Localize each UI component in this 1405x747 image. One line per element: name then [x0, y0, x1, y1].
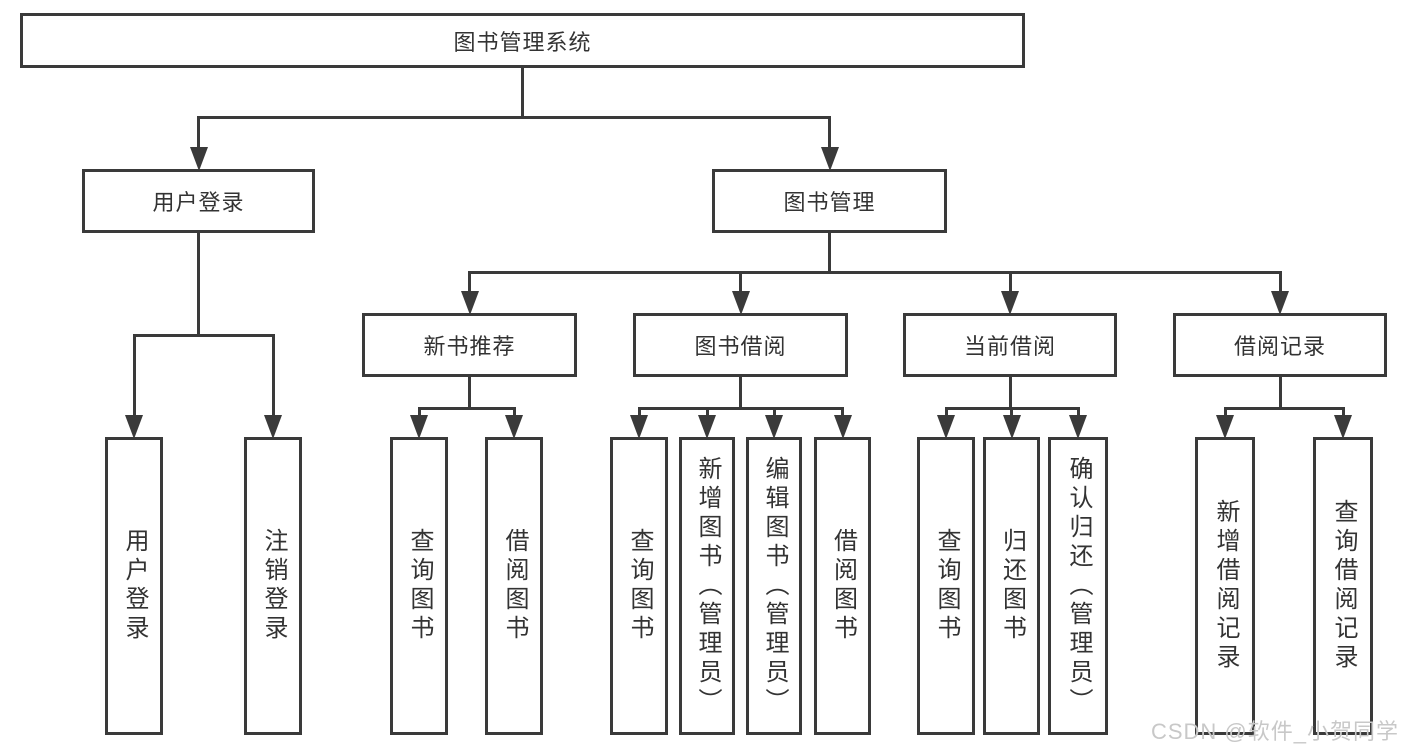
arrowhead-down-icon-leaf-cb-confirm: [1069, 415, 1087, 439]
connector-drop-leaf-bb-add: [705, 408, 709, 417]
connector-bus-root: [197, 115, 831, 119]
node-label-borrow-records: 借阅记录: [1233, 334, 1326, 359]
connector-drop-user-login: [197, 117, 200, 149]
connector-drop-leaf-rec-query: [417, 408, 421, 417]
arrowhead-down-icon-leaf-cb-return: [1002, 415, 1021, 439]
node-label-leaf-cb-confirm: 确认归还（管理员）: [1065, 455, 1092, 717]
node-label-current-borrow: 当前借阅: [963, 334, 1056, 359]
node-label-leaf-bb-add: 新增图书（管理员）: [694, 455, 721, 717]
arrowhead-down-icon-current-borrow: [1001, 291, 1019, 315]
arrowhead-down-icon-new-rec: [460, 291, 479, 315]
node-leaf-cb-query: 查询图书: [917, 437, 975, 735]
connector-drop-leaf-cb-confirm: [1076, 408, 1080, 417]
node-label-leaf-br-add: 新增借阅记录: [1212, 499, 1239, 673]
node-leaf-cb-confirm: 确认归还（管理员）: [1048, 437, 1108, 735]
connector-drop-new-rec: [468, 272, 471, 293]
csdn-watermark: CSDN @软件_小贺同学: [1150, 719, 1399, 744]
arrowhead-down-icon-user-login: [189, 147, 208, 171]
connector-drop-leaf-cb-return: [1010, 408, 1013, 417]
node-borrow-records: 借阅记录: [1173, 313, 1387, 377]
node-label-leaf-user-login: 用户登录: [121, 528, 148, 644]
connector-drop-leaf-bb-query: [637, 408, 641, 417]
node-leaf-bb-edit: 编辑图书（管理员）: [746, 437, 802, 735]
arrowhead-down-icon-leaf-cb-query: [937, 415, 955, 439]
node-label-leaf-bb-borrow: 借阅图书: [829, 528, 857, 644]
connector-bus-book-borrow: [637, 406, 844, 410]
connector-stem-root: [521, 68, 524, 119]
arrowhead-down-icon-book-borrow: [731, 291, 750, 315]
connector-drop-leaf-user-login: [132, 335, 136, 417]
connector-stem-book-borrow: [739, 377, 742, 410]
connector-stem-book-mgmt: [828, 233, 831, 274]
arrowhead-down-icon-book-mgmt: [820, 147, 839, 171]
arrowhead-down-icon-leaf-br-query: [1334, 415, 1352, 439]
arrowhead-down-icon-leaf-logout: [264, 415, 282, 439]
arrowhead-down-icon-leaf-bb-borrow: [833, 415, 852, 439]
node-user-login: 用户登录: [82, 169, 315, 233]
connector-drop-leaf-br-query: [1341, 408, 1345, 417]
node-leaf-user-login: 用户登录: [105, 437, 163, 735]
connector-bus-borrow-records: [1223, 406, 1345, 410]
node-current-borrow: 当前借阅: [903, 313, 1117, 377]
node-label-leaf-br-query: 查询借阅记录: [1330, 499, 1357, 673]
node-label-leaf-cb-return: 归还图书: [998, 528, 1026, 644]
arrowhead-down-icon-leaf-bb-query: [630, 415, 648, 439]
connector-drop-leaf-rec-borrow: [512, 408, 516, 417]
node-label-book-borrow: 图书借阅: [694, 334, 787, 359]
arrowhead-down-icon-leaf-bb-edit: [765, 415, 783, 439]
connector-drop-current-borrow: [1008, 272, 1012, 293]
arrowhead-down-icon-leaf-bb-add: [698, 415, 716, 439]
node-book-borrow: 图书借阅: [633, 313, 848, 377]
node-label-leaf-bb-edit: 编辑图书（管理员）: [761, 455, 788, 717]
connector-bus-user-login: [132, 333, 275, 337]
connector-drop-leaf-br-add: [1223, 408, 1227, 417]
node-leaf-bb-add: 新增图书（管理员）: [679, 437, 735, 735]
connector-stem-current-borrow: [1008, 377, 1012, 410]
connector-stem-new-rec: [468, 377, 471, 410]
connector-drop-leaf-bb-edit: [772, 408, 776, 417]
arrowhead-down-icon-leaf-br-add: [1216, 415, 1234, 439]
node-label-leaf-cb-query: 查询图书: [933, 528, 960, 644]
node-label-new-rec: 新书推荐: [423, 334, 516, 359]
node-label-root: 图书管理系统: [453, 29, 592, 55]
connector-bus-new-rec: [417, 406, 516, 410]
node-label-leaf-bb-query: 查询图书: [626, 528, 653, 644]
connector-drop-leaf-logout: [271, 335, 275, 417]
arrowhead-down-icon-borrow-records: [1271, 291, 1289, 315]
connector-stem-user-login: [197, 233, 200, 337]
arrowhead-down-icon-leaf-user-login: [125, 415, 143, 439]
node-book-mgmt: 图书管理: [712, 169, 947, 233]
node-leaf-bb-borrow: 借阅图书: [814, 437, 871, 735]
connector-drop-leaf-bb-borrow: [841, 408, 844, 417]
node-label-leaf-logout: 注销登录: [260, 528, 287, 644]
connector-bus-book-mgmt: [468, 270, 1282, 274]
node-leaf-cb-return: 归还图书: [983, 437, 1040, 735]
connector-stem-borrow-records: [1278, 377, 1282, 410]
node-leaf-rec-query: 查询图书: [390, 437, 448, 735]
node-leaf-rec-borrow: 借阅图书: [485, 437, 543, 735]
connector-drop-leaf-cb-query: [944, 408, 948, 417]
node-leaf-logout: 注销登录: [244, 437, 302, 735]
node-label-leaf-rec-query: 查询图书: [406, 528, 433, 644]
connector-drop-borrow-records: [1278, 272, 1282, 293]
arrowhead-down-icon-leaf-rec-query: [410, 415, 428, 439]
node-label-book-mgmt: 图书管理: [783, 190, 876, 215]
arrowhead-down-icon-leaf-rec-borrow: [505, 415, 523, 439]
node-leaf-br-add: 新增借阅记录: [1195, 437, 1255, 735]
node-label-leaf-rec-borrow: 借阅图书: [501, 528, 528, 644]
node-root: 图书管理系统: [20, 13, 1025, 68]
connector-drop-book-mgmt: [828, 117, 831, 149]
connector-drop-book-borrow: [739, 272, 742, 293]
node-leaf-bb-query: 查询图书: [610, 437, 668, 735]
node-label-user-login: 用户登录: [152, 190, 245, 215]
node-new-rec: 新书推荐: [362, 313, 577, 377]
node-leaf-br-query: 查询借阅记录: [1313, 437, 1373, 735]
